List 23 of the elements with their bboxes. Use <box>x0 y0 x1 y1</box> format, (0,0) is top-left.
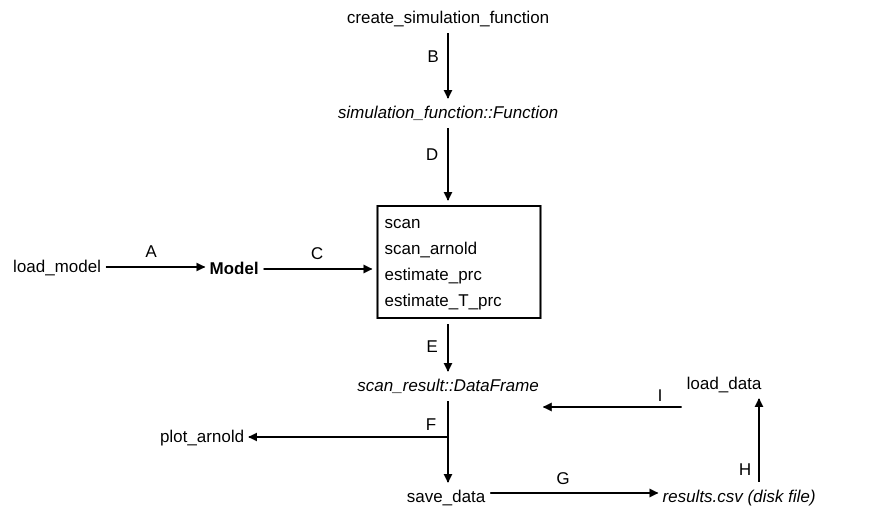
node-label: simulation_function::Function <box>338 103 558 123</box>
arrow <box>248 401 449 442</box>
function-name: estimate_prc <box>384 264 483 286</box>
node-label: Model <box>209 259 259 279</box>
node-label: plot_arnold <box>160 427 244 447</box>
function-name: estimate_T_prc <box>384 290 503 312</box>
arrow <box>754 398 764 482</box>
node-label: scan_result::DataFrame <box>357 376 539 396</box>
node-label: save_data <box>406 487 486 507</box>
function-box <box>376 205 542 319</box>
arrow <box>264 264 372 274</box>
function-name: scan_arnold <box>384 238 478 260</box>
arrow <box>490 488 658 498</box>
node-label: load_model <box>13 257 101 277</box>
arrow <box>106 262 206 272</box>
arrow <box>444 33 452 99</box>
node-label: results.csv (disk file) <box>662 487 816 507</box>
function-name: scan <box>384 212 422 234</box>
arrow <box>444 128 452 201</box>
node-label: create_simulation_function <box>346 8 550 28</box>
arrow <box>444 324 452 372</box>
arrow <box>542 402 682 412</box>
node-label: load_data <box>686 374 762 394</box>
